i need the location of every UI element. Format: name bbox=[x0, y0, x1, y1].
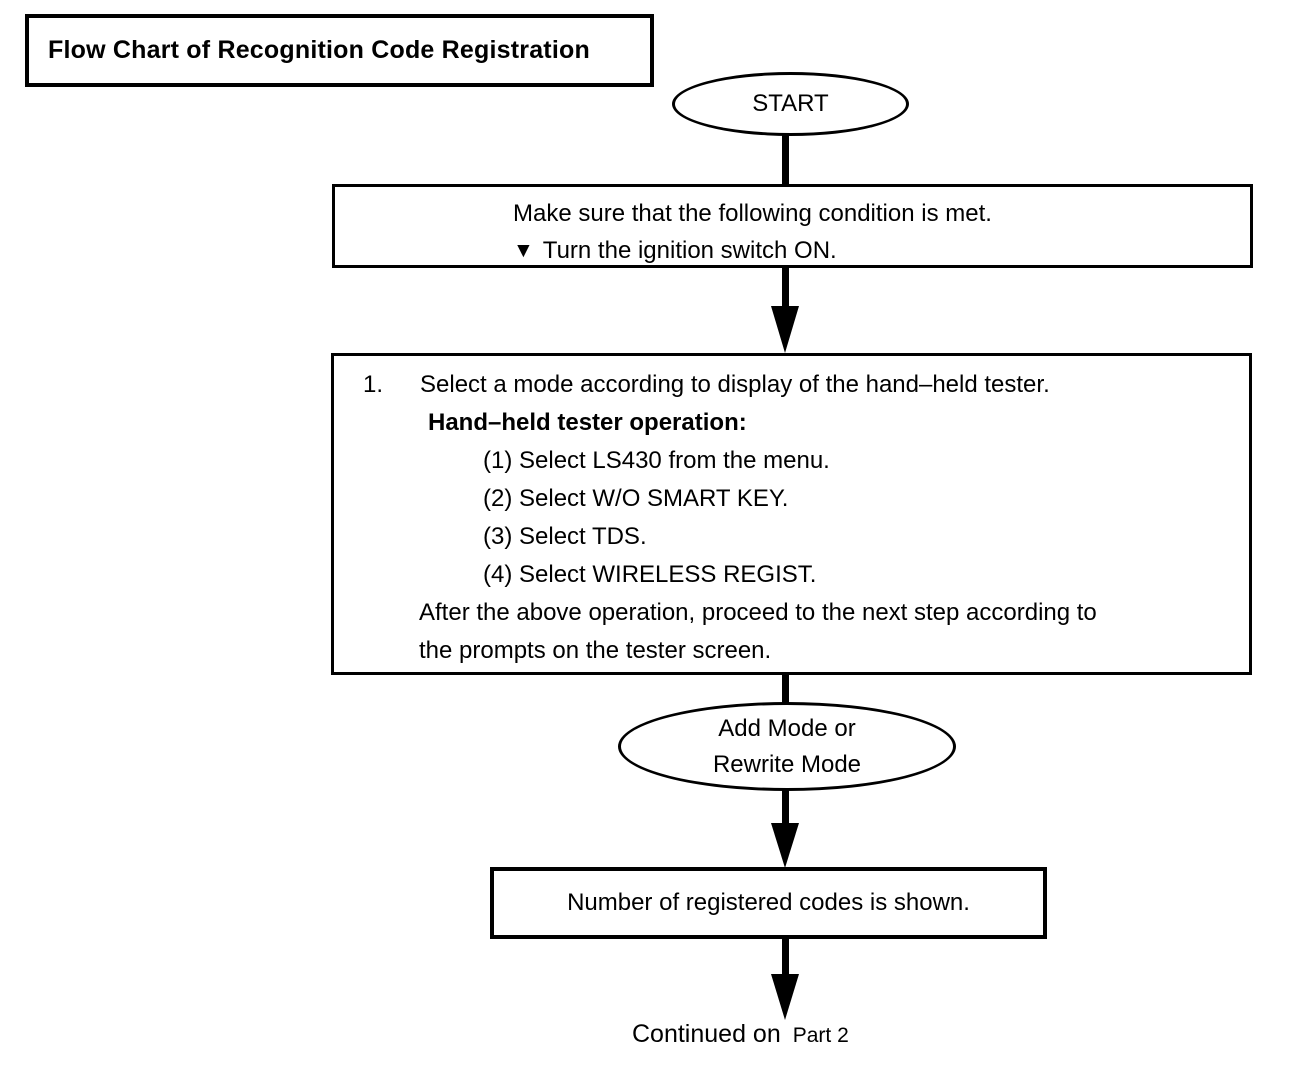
result-box: Number of registered codes is shown. bbox=[490, 867, 1047, 939]
arrowhead-down-icon bbox=[771, 306, 799, 353]
continuation-prefix: Continued on bbox=[632, 1020, 781, 1048]
connector-condition-to-step bbox=[782, 266, 789, 309]
arrowhead-down-icon bbox=[771, 823, 799, 868]
connector-result-to-continuation bbox=[782, 937, 789, 976]
connector-mode-to-result bbox=[782, 789, 789, 826]
step-subtitle: Hand–held tester operation: bbox=[428, 409, 747, 436]
mode-node: Add Mode or Rewrite Mode bbox=[618, 702, 956, 791]
step-item-1: (1) Select LS430 from the menu. bbox=[483, 447, 830, 474]
step-footer-line-2: the prompts on the tester screen. bbox=[419, 637, 772, 664]
flowchart-title: Flow Chart of Recognition Code Registrat… bbox=[48, 36, 590, 64]
condition-box: Make sure that the following condition i… bbox=[332, 184, 1253, 268]
start-node: START bbox=[672, 72, 909, 136]
step-item-4: (4) Select WIRELESS REGIST. bbox=[483, 561, 817, 588]
mode-label-line-2: Rewrite Mode bbox=[712, 750, 862, 778]
connector-start-to-condition bbox=[782, 134, 789, 186]
step-box: 1. Select a mode according to display of… bbox=[331, 353, 1252, 675]
mode-label-line-1: Add Mode or bbox=[718, 714, 856, 742]
start-label: START bbox=[752, 90, 829, 117]
step-line: 1. Select a mode according to display of… bbox=[334, 366, 1249, 404]
condition-line-2-text: Turn the ignition switch ON. bbox=[542, 237, 837, 264]
connector-step-to-mode bbox=[782, 673, 789, 705]
step-item-2: (2) Select W/O SMART KEY. bbox=[483, 485, 789, 512]
condition-line-1: Make sure that the following condition i… bbox=[513, 200, 992, 227]
condition-line-2: ▼ Turn the ignition switch ON. bbox=[513, 232, 1250, 270]
arrowhead-down-icon bbox=[771, 974, 799, 1020]
flowchart-title-box: Flow Chart of Recognition Code Registrat… bbox=[25, 14, 654, 87]
continuation-label: Continued on Part 2 bbox=[632, 1020, 849, 1049]
result-label: Number of registered codes is shown. bbox=[567, 889, 970, 916]
step-text: Select a mode according to display of th… bbox=[420, 371, 1050, 398]
continuation-target: Part 2 bbox=[792, 1024, 849, 1047]
step-item-3: (3) Select TDS. bbox=[483, 523, 647, 550]
step-number: 1. bbox=[363, 371, 384, 398]
triangle-bullet-icon: ▼ bbox=[513, 239, 534, 262]
step-footer-line-1: After the above operation, proceed to th… bbox=[419, 599, 1097, 626]
